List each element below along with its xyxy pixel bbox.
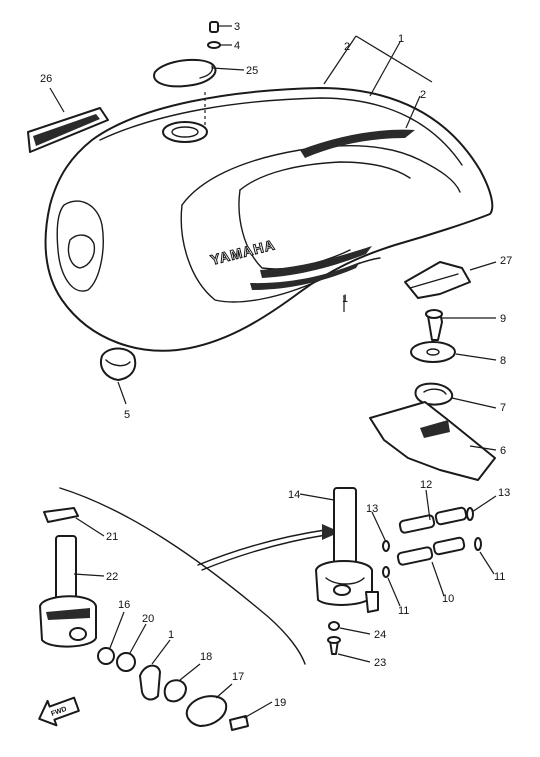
callout-6: 6 (500, 445, 506, 457)
detail-cutaway (59, 487, 340, 665)
tank-emblem (27, 107, 109, 153)
callout-1-bottom: 1 (168, 629, 174, 641)
callout-2-right: 2 (420, 89, 426, 101)
callout-13-left: 13 (366, 503, 378, 515)
fuel-cap-assembly (153, 21, 221, 128)
callout-3: 3 (234, 21, 240, 33)
callout-13-right: 13 (498, 487, 510, 499)
callout-11-left: 11 (398, 605, 409, 617)
callout-27: 27 (500, 255, 512, 267)
callout-5: 5 (124, 409, 130, 421)
rear-mount-parts (369, 261, 496, 481)
fuel-tank: YAMAHA (44, 87, 494, 352)
rubber-damper (100, 347, 137, 381)
callout-9: 9 (500, 313, 506, 325)
callout-2-top: 2 (344, 41, 350, 53)
callout-20: 20 (142, 613, 154, 625)
callout-14: 14 (288, 489, 300, 501)
callout-1-top: 1 (398, 33, 404, 45)
callout-22: 22 (106, 571, 118, 583)
fuel-cock-assembly (315, 487, 482, 655)
callout-18: 18 (200, 651, 212, 663)
callout-8: 8 (500, 355, 506, 367)
leader-lines (49, 25, 497, 719)
callout-11-right: 11 (494, 571, 505, 583)
callout-23: 23 (374, 657, 386, 669)
callout-12: 12 (420, 479, 432, 491)
callout-16: 16 (118, 599, 130, 611)
callout-4: 4 (234, 40, 240, 52)
callout-26: 26 (40, 73, 52, 85)
forward-direction-arrow: FWD (38, 696, 80, 727)
callout-17: 17 (232, 671, 244, 683)
callout-10: 10 (442, 593, 454, 605)
left-fuel-cock-parts (39, 507, 249, 731)
callout-7: 7 (500, 402, 506, 414)
callout-19: 19 (274, 697, 286, 709)
callout-labels: 1 2 2 3 4 25 26 1 5 27 9 8 7 6 14 13 12 … (40, 21, 512, 709)
callout-21: 21 (106, 531, 118, 543)
callout-1-tank: 1 (342, 293, 348, 305)
callout-25: 25 (246, 65, 258, 77)
callout-24: 24 (374, 629, 386, 641)
